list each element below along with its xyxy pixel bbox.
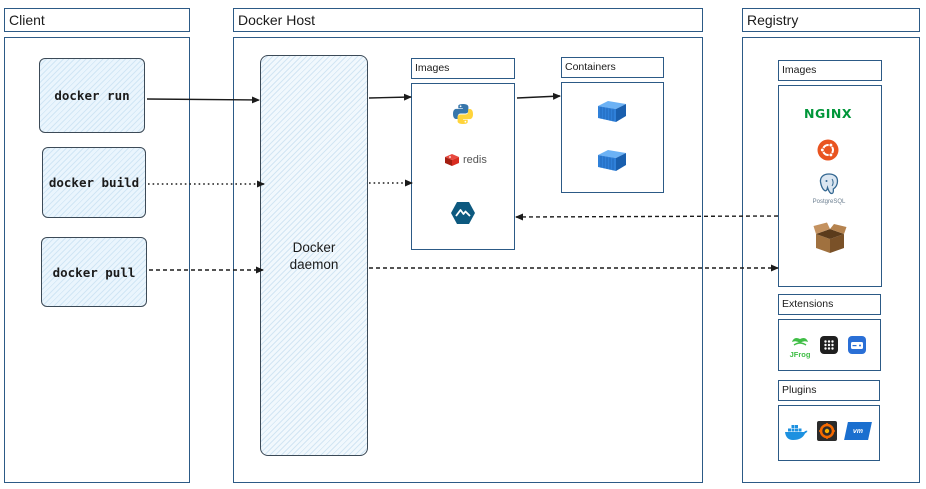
- registry-images-header: Images: [778, 60, 882, 81]
- registry-to-images-arrow: [515, 213, 779, 221]
- daemon-to-images-arrow: [368, 93, 412, 101]
- jfrog-label: JFrog: [789, 350, 811, 359]
- run-arrow: [146, 96, 260, 104]
- ubuntu-icon: [817, 139, 839, 161]
- extensions-header: Extensions: [778, 294, 881, 315]
- docker-daemon: Docker daemon: [260, 55, 368, 456]
- daemon-label-line2: daemon: [289, 256, 339, 272]
- docker-host-header: Docker Host: [233, 8, 703, 32]
- disk-icon: [848, 336, 866, 354]
- images-to-containers-arrow: [516, 92, 561, 100]
- nginx-icon: NGINX: [804, 106, 852, 121]
- jfrog-logo: JFrog: [788, 334, 812, 359]
- docker-whale-icon: [785, 425, 808, 440]
- redis-logo: redis: [444, 153, 487, 167]
- python-icon: [453, 104, 473, 124]
- client-title: Client: [9, 12, 45, 28]
- container-icon: [598, 150, 626, 171]
- grafana-icon: [817, 421, 837, 441]
- docker-build-command: docker build: [42, 147, 146, 218]
- redis-icon: [445, 154, 459, 166]
- postgresql-icon: [819, 173, 839, 195]
- jfrog-icon: [792, 338, 808, 346]
- registry-title: Registry: [747, 12, 799, 28]
- alpine-icon: [451, 202, 475, 224]
- postgresql-label: PostgreSQL: [812, 199, 846, 205]
- docker-pull-command: docker pull: [41, 237, 147, 307]
- docker-run-command: docker run: [39, 58, 145, 133]
- container-icon: [598, 101, 626, 122]
- containers-header: Containers: [561, 57, 664, 78]
- docker-host-title: Docker Host: [238, 12, 316, 28]
- plugins-header: Plugins: [778, 380, 880, 401]
- client-header: Client: [4, 8, 190, 32]
- redis-label: redis: [463, 154, 487, 166]
- grid-app-icon: [820, 336, 838, 354]
- registry-header: Registry: [742, 8, 920, 32]
- host-images-header: Images: [411, 58, 515, 79]
- open-box-icon: [813, 222, 847, 253]
- containers-panel: [561, 82, 664, 193]
- postgresql-logo: PostgreSQL: [812, 172, 846, 205]
- daemon-label-line1: Docker: [292, 239, 336, 255]
